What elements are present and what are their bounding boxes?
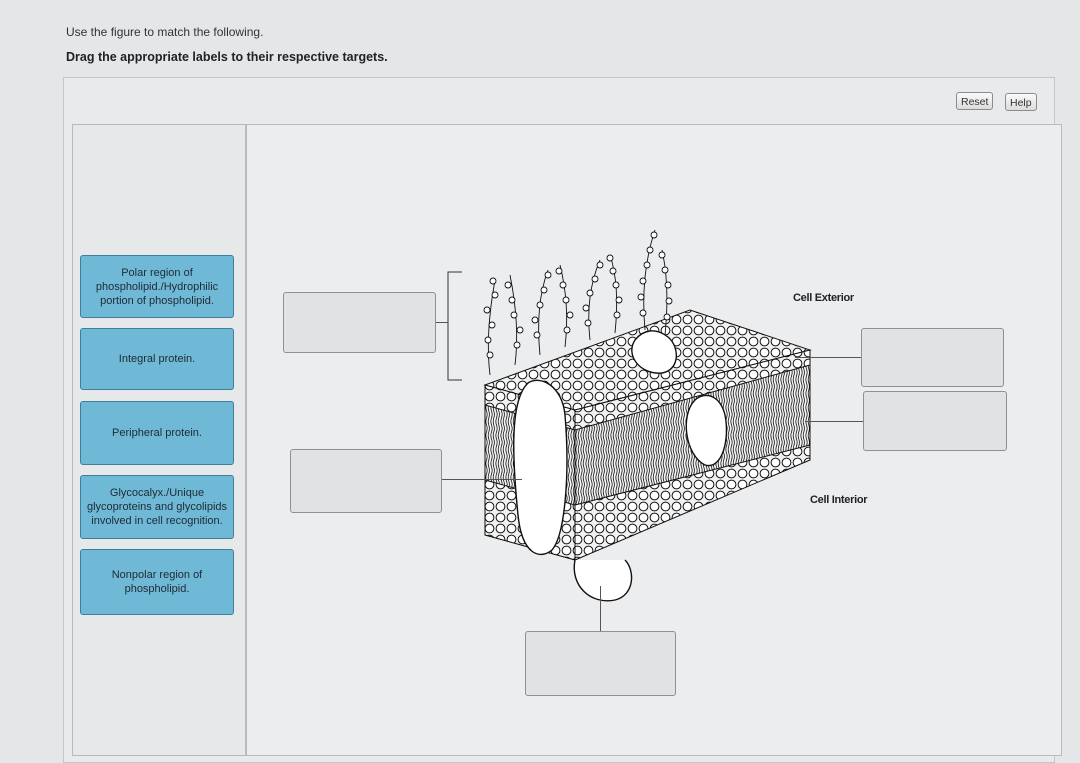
drop-target-1[interactable] — [283, 292, 436, 353]
drop-target-2[interactable] — [290, 449, 442, 513]
drop-target-3[interactable] — [861, 328, 1004, 387]
task-title: Drag the appropriate labels to their res… — [66, 50, 388, 64]
leader-line — [442, 479, 522, 480]
label-polar-region[interactable]: Polar region of phospholipid./Hydrophili… — [80, 255, 234, 318]
drop-target-4[interactable] — [863, 391, 1007, 451]
cell-interior-label: Cell Interior — [810, 494, 868, 506]
drop-target-5[interactable] — [525, 631, 676, 696]
label-integral-protein[interactable]: Integral protein. — [80, 328, 234, 390]
label-peripheral-protein[interactable]: Peripheral protein. — [80, 401, 234, 465]
leader-line — [795, 357, 861, 358]
cell-membrane-illustration — [447, 229, 812, 602]
label-glycocalyx[interactable]: Glycocalyx./Unique glycoproteins and gly… — [80, 475, 234, 539]
instruction-text: Use the figure to match the following. — [66, 25, 264, 39]
label-nonpolar-region[interactable]: Nonpolar region of phospholipid. — [80, 549, 234, 615]
cell-exterior-label: Cell Exterior — [793, 292, 854, 304]
leader-line — [600, 586, 601, 632]
leader-line — [436, 322, 448, 323]
leader-line — [805, 421, 863, 422]
reset-button[interactable]: Reset — [956, 92, 994, 110]
help-button[interactable]: Help — [1005, 93, 1037, 111]
